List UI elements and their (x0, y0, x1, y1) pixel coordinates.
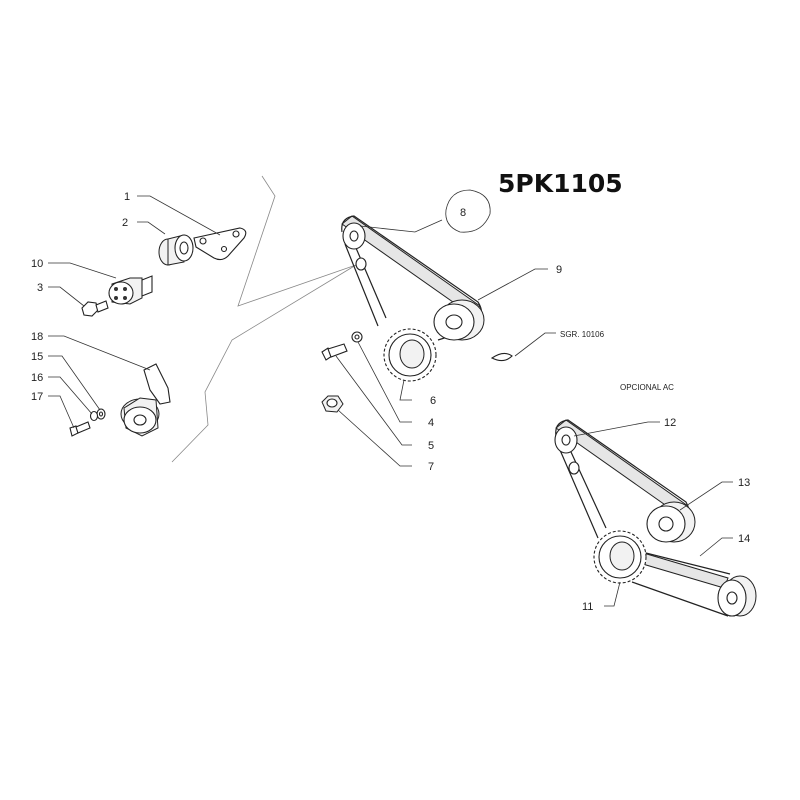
belt-part-code: 5PK1105 (498, 169, 623, 198)
pulley-part-14 (717, 575, 757, 617)
callout-9: 9 (556, 264, 562, 276)
callout-1: 1 (124, 191, 130, 203)
callout-5: 5 (428, 440, 434, 452)
spacer-part-10 (108, 275, 153, 305)
sprocket-part-6 (383, 328, 437, 382)
main-belt-part-8 (341, 215, 483, 341)
callout-bubble-8 (445, 189, 491, 233)
callout-6: 6 (430, 395, 436, 407)
bolt-part-5 (321, 343, 348, 361)
optional-ac-label: OPCIONAL AC (620, 383, 674, 392)
washer-part-4 (351, 331, 363, 343)
callout-12: 12 (664, 417, 676, 429)
callout-13: 13 (738, 477, 750, 489)
clip-part-sgr (490, 352, 513, 362)
washer-part-16 (89, 410, 99, 422)
callout-11: 11 (582, 601, 593, 613)
callout-17: 17 (31, 391, 43, 403)
callout-4: 4 (428, 417, 434, 429)
ref-note-sgr: SGR. 10106 (560, 330, 605, 339)
pulley-part-2 (158, 234, 194, 266)
callout-18: 18 (31, 331, 43, 343)
callout-2: 2 (122, 217, 128, 229)
sprocket-part-11 (593, 530, 647, 584)
washer-part-15 (96, 408, 106, 420)
callout-14: 14 (738, 533, 750, 545)
callout-3: 3 (37, 282, 43, 294)
bracket-part-1 (193, 227, 247, 261)
pulley-part-9 (433, 299, 485, 341)
callout-7: 7 (428, 461, 434, 473)
callout-15: 15 (31, 351, 43, 363)
section-divider-line (171, 175, 357, 463)
pulley-part-13 (646, 501, 696, 543)
tensioner-part-18 (120, 363, 171, 437)
screw-part-17 (69, 421, 91, 437)
callout-8: 8 (460, 207, 466, 219)
bolt-part-3 (81, 300, 109, 317)
nut-part-7 (321, 395, 344, 413)
callout-16: 16 (31, 372, 43, 384)
callout-10: 10 (31, 258, 43, 270)
